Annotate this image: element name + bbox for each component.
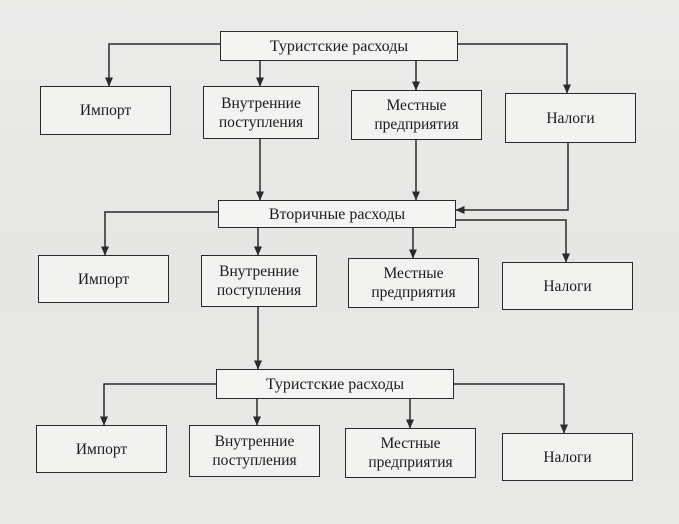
box-label: Налоги	[543, 448, 592, 466]
hub-secondary-expenses: Вторичные расходы	[218, 200, 456, 228]
box-import-1: Импорт	[40, 86, 171, 135]
connector-hub2-taxes	[456, 219, 570, 263]
box-import-3: Импорт	[36, 425, 167, 473]
connector-hub3-taxes	[454, 383, 568, 434]
box-label: Импорт	[77, 270, 130, 288]
box-label: Внутренние поступления	[212, 433, 297, 469]
hub-label: Туристские расходы	[269, 37, 409, 55]
box-import-2: Импорт	[38, 255, 169, 303]
box-label: Местные предприятия	[368, 435, 453, 471]
box-label: Налоги	[543, 277, 592, 295]
box-label: Внутренние поступления	[216, 263, 302, 299]
connector-hub1-taxes	[458, 43, 571, 94]
connector-hub1-import	[105, 43, 220, 87]
box-local-enterprises-3: Местные предприятия	[345, 428, 476, 478]
box-local-enterprises-2: Местные предприятия	[348, 258, 479, 308]
box-local-enterprises-1: Местные предприятия	[351, 90, 482, 140]
box-label: Импорт	[79, 102, 132, 119]
box-label: Импорт	[75, 440, 128, 458]
box-taxes-3: Налоги	[502, 433, 633, 481]
hub-tourist-expenses-top: Туристские расходы	[220, 31, 458, 61]
box-taxes-2: Налоги	[502, 262, 633, 310]
hub-label: Туристские расходы	[265, 375, 405, 393]
box-label: Налоги	[546, 109, 595, 127]
box-label: Местные предприятия	[371, 265, 456, 301]
box-internal-revenue-2: Внутренние поступления	[201, 255, 317, 307]
connector-hub2-import	[101, 211, 218, 256]
box-label: Внутренние поступления	[218, 94, 304, 131]
hub-label: Вторичные расходы	[268, 205, 406, 223]
box-label: Местные предприятия	[374, 97, 459, 133]
connector-taxes1-hub2	[455, 143, 569, 214]
box-internal-revenue-3: Внутренние поступления	[189, 425, 320, 477]
connector-hub3-import	[100, 383, 216, 426]
box-internal-revenue-1: Внутренние поступления	[203, 86, 319, 139]
box-taxes-1: Налоги	[505, 93, 636, 143]
hub-tourist-expenses-bottom: Туристские расходы	[216, 369, 454, 399]
